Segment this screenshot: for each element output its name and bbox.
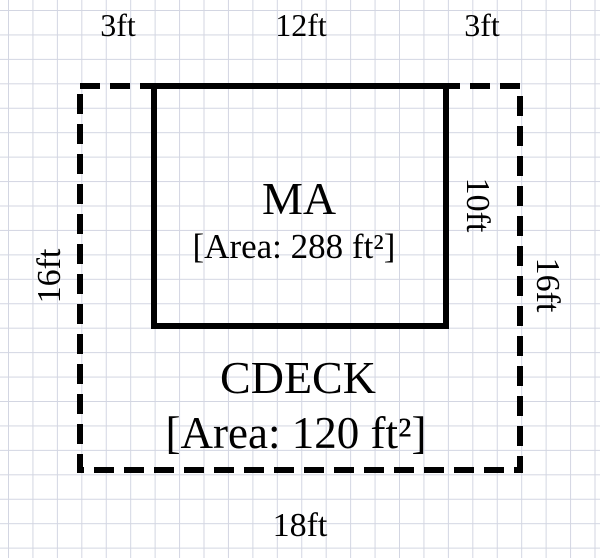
dim-top-left: 3ft	[100, 7, 136, 43]
main-area-outline	[151, 83, 449, 329]
main-area-label: MA	[262, 173, 336, 224]
cdeck-label: CDECK	[220, 352, 376, 403]
dim-inner-right: 10ft	[459, 178, 496, 233]
dim-right: 16ft	[529, 258, 566, 313]
dim-top-middle: 12ft	[275, 7, 327, 43]
dim-top-right: 3ft	[464, 7, 500, 43]
cdeck-area-size: [Area: 120 ft²]	[166, 408, 427, 458]
dim-bottom: 18ft	[273, 507, 328, 544]
dim-left: 16ft	[31, 248, 68, 303]
main-area-size: [Area: 288 ft²]	[193, 227, 396, 266]
